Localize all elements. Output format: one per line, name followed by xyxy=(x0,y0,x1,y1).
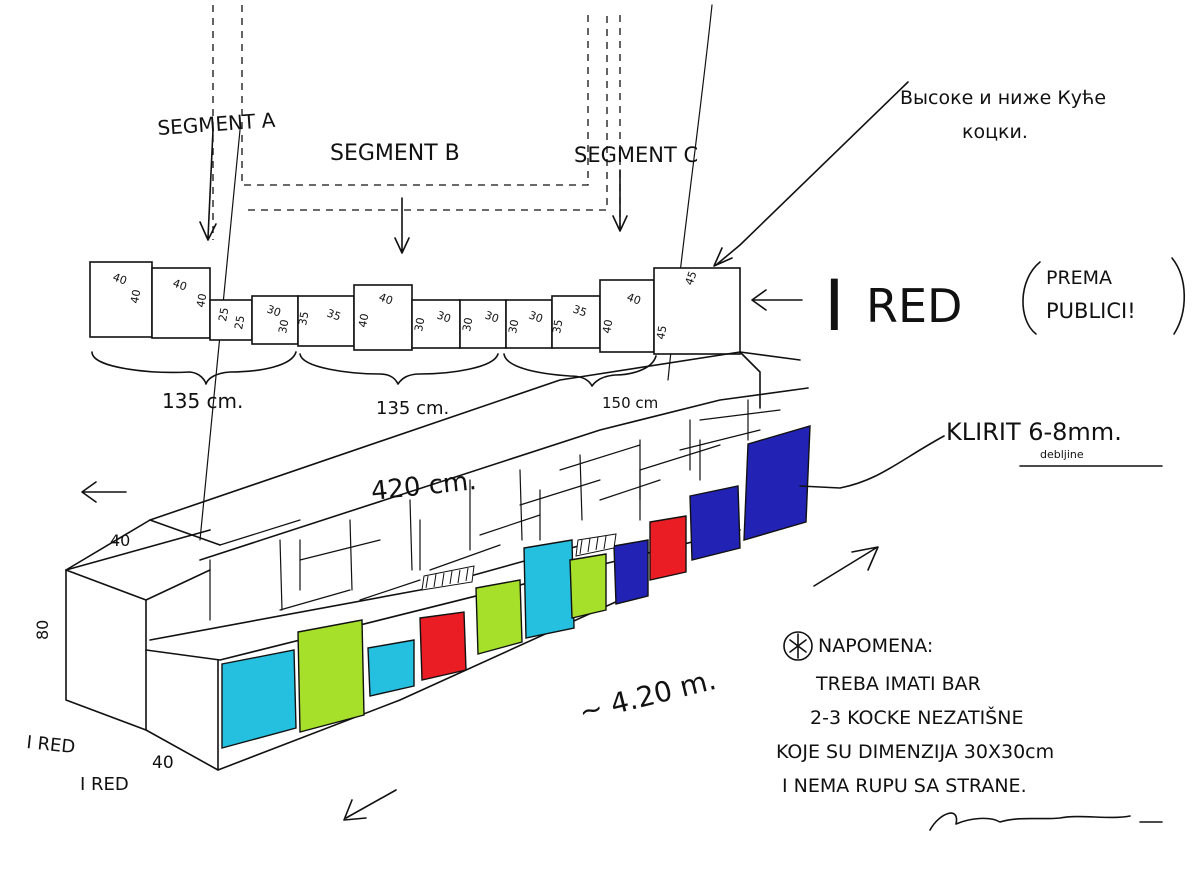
lid-note-line1: KLIRIT 6-8mm. xyxy=(946,418,1122,446)
lid-note-leader xyxy=(799,435,945,489)
size-label: 40 xyxy=(356,312,371,328)
top-note-line2: коцки. xyxy=(962,121,1028,143)
front-box-11 xyxy=(599,279,655,353)
front-box-8 xyxy=(459,299,507,349)
arrow-down-left-icon xyxy=(343,789,397,821)
row-mark-2: I RED xyxy=(80,774,129,795)
size-label: 30 xyxy=(527,309,545,326)
front-box-5 xyxy=(297,295,355,347)
size-label: 35 xyxy=(325,307,343,324)
row-label-text: RED xyxy=(866,279,962,333)
front-elevation xyxy=(89,261,741,355)
size-label: 40 xyxy=(625,291,643,308)
cube-red-1 xyxy=(419,611,467,681)
height-label: 80 xyxy=(33,620,52,640)
arrow-up-right-icon xyxy=(813,546,879,587)
front-box-3 xyxy=(209,299,253,341)
size-label: 30 xyxy=(276,318,291,334)
front-box-7 xyxy=(411,299,461,349)
top-plan-dashed xyxy=(212,5,621,240)
arrow-left-icon xyxy=(81,481,127,503)
segment-arrows xyxy=(199,129,628,254)
size-label: 40 xyxy=(128,288,143,304)
size-label: 45 xyxy=(683,269,700,287)
width-label-b: 135 cm. xyxy=(376,398,449,419)
cube-blue-3 xyxy=(743,425,811,541)
top-note-leader xyxy=(713,81,909,267)
size-label: 35 xyxy=(571,303,589,320)
size-label: 45 xyxy=(654,324,669,340)
napomena-line-4: I NEMA RUPU SA STRANE. xyxy=(782,775,1027,797)
cube-blue-1 xyxy=(613,539,649,605)
width-label-c: 150 cm xyxy=(602,394,658,412)
hatched-lids xyxy=(421,533,617,591)
napomena-line-2: 2-3 KOCKE NEZATIŠNE xyxy=(810,705,1023,729)
front-box-6 xyxy=(353,284,413,351)
paren-right xyxy=(1171,257,1186,335)
row-arrow-icon xyxy=(751,289,803,311)
row-note-line1: PREMA xyxy=(1046,267,1112,289)
size-label: 35 xyxy=(296,310,311,326)
front-size-labels: 40 40 40 40 25 25 30 30 35 35 40 40 30 3… xyxy=(111,269,700,340)
width-label-a: 135 cm. xyxy=(162,389,243,413)
size-label: 30 xyxy=(265,303,283,320)
length-top-label: 420 cm. xyxy=(370,466,478,507)
napomena-line-3: KOJE SU DIMENZIJA 30X30cm xyxy=(776,741,1054,763)
size-label: 30 xyxy=(506,318,521,334)
size-label: 25 xyxy=(232,314,247,330)
cube-lime-3 xyxy=(569,553,607,619)
direction-arrows xyxy=(81,481,879,821)
size-label: 40 xyxy=(111,271,129,288)
length-side-label: ~ 4.20 m. xyxy=(576,663,720,729)
size-label: 40 xyxy=(171,277,189,294)
size-label: 30 xyxy=(460,316,475,332)
front-box-10 xyxy=(551,295,601,349)
size-label: 35 xyxy=(550,318,565,334)
size-label: 25 xyxy=(216,306,231,322)
size-label: 30 xyxy=(483,309,501,326)
size-label: 40 xyxy=(377,291,395,308)
cube-red-2 xyxy=(649,515,687,581)
size-label: 30 xyxy=(412,316,427,332)
cube-cyan-3 xyxy=(523,539,575,639)
napomena-title: NAPOMENA: xyxy=(818,635,933,657)
cube-cyan-1 xyxy=(221,649,297,749)
row-label-roman: I xyxy=(824,265,845,347)
front-box-12 xyxy=(653,267,741,355)
segment-b-label: SEGMENT B xyxy=(330,141,460,166)
top-note-line1: Высоке и ниже Куће xyxy=(900,87,1106,109)
depth-label: 40 xyxy=(110,531,130,550)
lid-note-line2: debljine xyxy=(1040,448,1084,461)
signature xyxy=(929,812,1163,831)
size-label: 40 xyxy=(194,292,209,308)
napomena-line-1: TREBA IMATI BAR xyxy=(815,673,981,695)
front-box-9 xyxy=(505,299,553,349)
cube-cyan-2 xyxy=(367,639,415,697)
napomena-icon xyxy=(783,631,813,661)
colored-cubes xyxy=(221,425,811,749)
front-box-4 xyxy=(251,295,299,345)
cube-lime-2 xyxy=(475,579,523,655)
iso-frame xyxy=(65,351,809,771)
segment-a-label: SEGMENT A xyxy=(157,108,277,140)
size-label: 30 xyxy=(435,309,453,326)
size-label: 40 xyxy=(600,318,615,334)
paren-left xyxy=(1022,261,1041,335)
row-note-line2: PUBLICI! xyxy=(1046,299,1136,323)
base-label: 40 xyxy=(152,753,174,773)
cube-lime-1 xyxy=(297,619,365,733)
width-braces xyxy=(91,351,657,387)
segment-c-label: SEGMENT C xyxy=(574,143,698,167)
row-mark-1: I RED xyxy=(25,732,76,758)
cube-blue-2 xyxy=(689,485,741,561)
